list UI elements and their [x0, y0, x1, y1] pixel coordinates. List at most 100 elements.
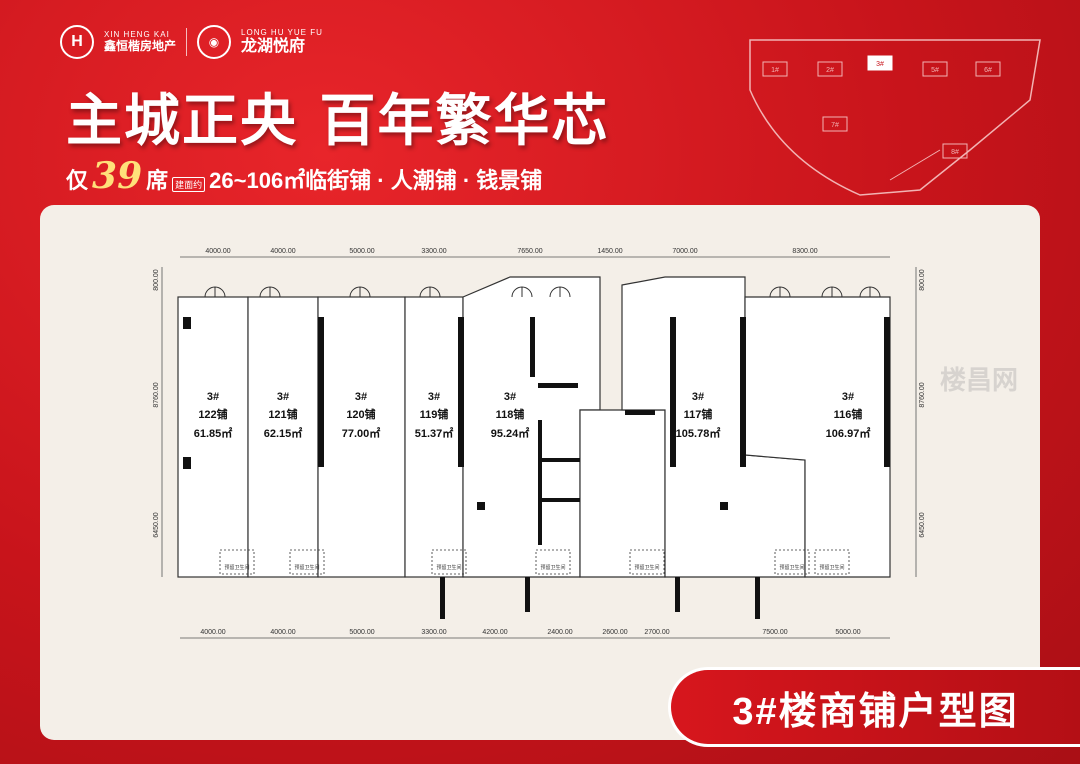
shop-building: 3#: [428, 391, 440, 403]
shop-area: 77.00㎡: [342, 426, 381, 440]
door-swing: [419, 286, 441, 298]
dim-bottom-label: 3300.00: [421, 629, 446, 636]
shop-119-outline: [404, 296, 464, 578]
dim-bottom-label: 5000.00: [349, 629, 374, 636]
project-name-cn: 龙湖悦府: [241, 37, 306, 55]
entrance-doors: [204, 286, 881, 298]
dim-top-label: 4000.00: [270, 248, 295, 255]
wall-segment: [530, 317, 535, 377]
dim-top-label: 4000.00: [205, 248, 230, 255]
dim-top-label: 7000.00: [672, 248, 697, 255]
headline: 主城正央 百年繁华芯: [66, 88, 610, 154]
floorplan-drawing: 4000.00 4000.00 5000.00 3300.00 7650.00 1450.…: [153, 248, 926, 639]
subline-about: 建面约: [172, 177, 206, 192]
dim-right-label: 6450.00: [919, 512, 926, 537]
shop-name: 118铺: [496, 407, 525, 421]
toilet-label: 预留卫生间: [819, 564, 844, 571]
keymap-label: 5#: [931, 67, 939, 74]
dim-left-label: 800.00: [153, 269, 160, 291]
shop-building: 3#: [504, 391, 516, 403]
developer-name-cn: 鑫恒楷房地产: [104, 38, 177, 53]
structural-columns: [183, 317, 890, 619]
developer-logo-icon: H: [60, 25, 94, 59]
watermark: 楼昌网: [940, 365, 1019, 395]
dim-bottom-label: 4000.00: [200, 629, 225, 636]
dim-bottom-label: 4200.00: [482, 629, 507, 636]
brand-logos: H XIN HENG KAI 鑫恒楷房地产 ◉ LONG HU YUE FU 龙…: [60, 22, 323, 62]
toilet-label: 预留卫生间: [779, 564, 804, 571]
shop-area: 105.78㎡: [676, 426, 721, 440]
shop-name: 116铺: [834, 407, 863, 421]
shop-labels: 3# 122铺 61.85㎡ 3# 121铺 62.15㎡ 3# 120铺 77.00㎡ 3# 11…: [194, 391, 871, 440]
keymap-label: 1#: [771, 67, 779, 74]
toilet-box: [535, 549, 571, 575]
door-swing: [549, 286, 571, 298]
wall-segment: [740, 317, 746, 467]
door-swing: [511, 286, 533, 298]
door-swing: [204, 286, 226, 298]
shop-building: 3#: [207, 391, 219, 403]
dimension-labels: 4000.00 4000.00 5000.00 3300.00 7650.00 1450.…: [153, 248, 926, 636]
subline: 仅 39 席 建面约 26~106㎡临街铺 · 人潮铺 · 钱景铺: [66, 155, 542, 197]
dim-top-label: 1450.00: [597, 248, 622, 255]
keymap-building: [922, 61, 948, 77]
keymap-building: [975, 61, 1001, 77]
shop-122-outline: [177, 296, 249, 578]
toilet-label: 预留卫生间: [634, 564, 659, 571]
keymap-label: 7#: [831, 122, 839, 129]
dim-top-label: 5000.00: [349, 248, 374, 255]
dim-left-label: 6450.00: [153, 512, 160, 537]
site-boundary: [749, 39, 1041, 196]
title-tag: 3#楼商铺户型图: [668, 667, 1080, 747]
shop-area: 95.24㎡: [491, 426, 530, 440]
toilet-label: 预留卫生间: [540, 564, 565, 571]
dim-top-label: 8300.00: [792, 248, 817, 255]
keymap-label: 6#: [984, 67, 992, 74]
dimension-lines: [161, 256, 917, 639]
core-stairs: [538, 420, 580, 545]
project-logo-icon: ◉: [197, 25, 232, 59]
toilet-box: [431, 549, 467, 575]
shop-name: 122铺: [198, 407, 227, 421]
site-key-map: 1#2#3#5#6#7#8#: [749, 39, 1041, 196]
toilet-box: [629, 549, 665, 575]
toilet-label: 预留卫生间: [294, 564, 319, 571]
shop-area: 61.85㎡: [194, 426, 233, 440]
wall-segment: [670, 317, 676, 467]
dim-bottom-label: 4000.00: [270, 629, 295, 636]
wall-segment: [625, 410, 655, 415]
key-map-buildings: 1#2#3#5#6#7#8#: [762, 55, 1001, 159]
column: [720, 502, 728, 510]
dim-top-label: 3300.00: [421, 248, 446, 255]
subline-detail: 26~106㎡临街铺 · 人潮铺 · 钱景铺: [209, 168, 543, 193]
site-road-line: [889, 149, 941, 181]
dim-bottom-label: 2400.00: [547, 629, 572, 636]
dim-left-label: 8760.00: [153, 382, 160, 407]
door-swing: [821, 286, 843, 298]
door-swing: [349, 286, 371, 298]
toilet-label: 预留卫生间: [224, 564, 249, 571]
shop-name: 120铺: [346, 407, 375, 421]
shop-area: 62.15㎡: [264, 426, 303, 440]
column: [183, 317, 191, 329]
keymap-building: [942, 143, 968, 159]
column: [477, 502, 485, 510]
reserved-toilets: 预留卫生间预留卫生间预留卫生间预留卫生间预留卫生间预留卫生间预留卫生间: [219, 549, 850, 575]
column: [183, 457, 191, 469]
shop-name: 121铺: [268, 407, 297, 421]
subline-count: 39: [92, 155, 143, 197]
dim-bottom-label: 7500.00: [762, 629, 787, 636]
title-tag-text: 3#楼商铺户型图: [732, 690, 1019, 733]
shop-building: 3#: [692, 391, 704, 403]
door-swing: [859, 286, 881, 298]
wall-stub: [440, 577, 445, 619]
shop-area: 51.37㎡: [415, 426, 454, 440]
dim-bottom-label: 2600.00: [602, 629, 627, 636]
shop-name: 119铺: [420, 407, 449, 421]
project-name-en: LONG HU YUE FU: [241, 27, 323, 37]
dim-top-label: 7650.00: [517, 248, 542, 255]
wall-segment: [884, 317, 890, 467]
keymap-building: [817, 61, 843, 77]
dim-bottom-label: 2700.00: [644, 629, 669, 636]
wall-segment: [318, 317, 324, 467]
